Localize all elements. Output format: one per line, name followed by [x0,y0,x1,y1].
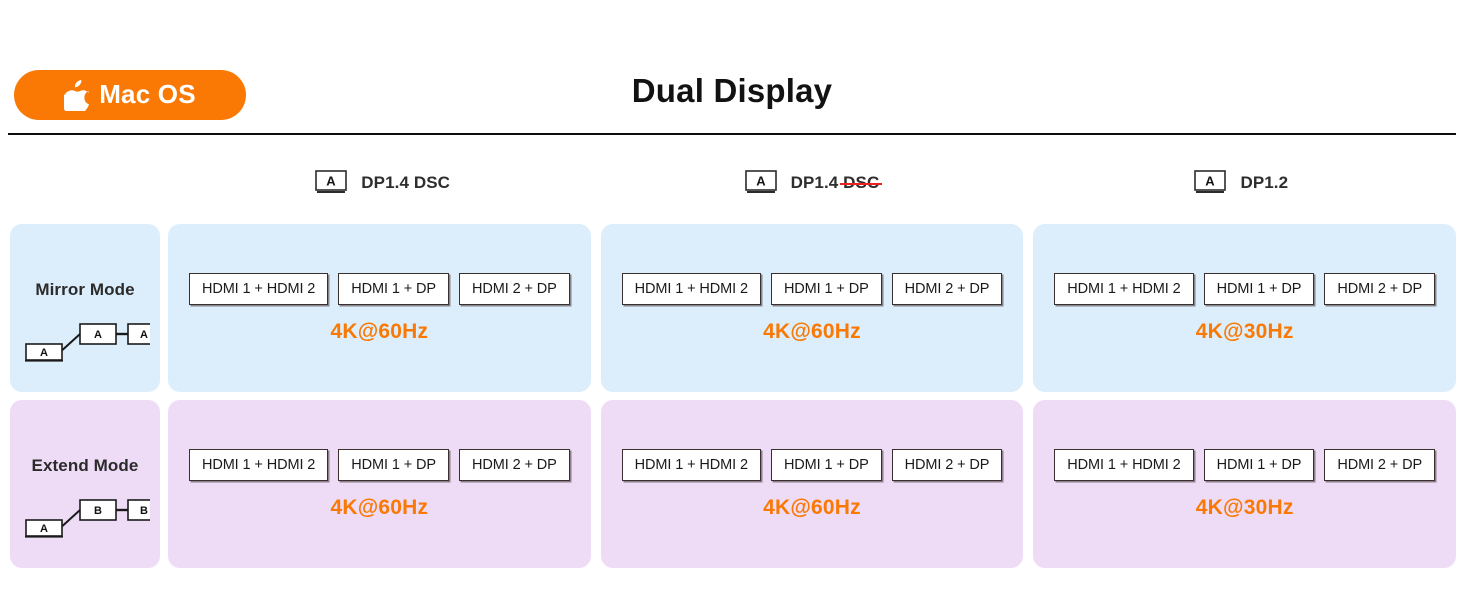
column-header-dp14-no-dsc: A DP1.4 DSC [597,160,1026,206]
port-combo-list: HDMI 1 + HDMI 2 HDMI 1 + DP HDMI 2 + DP [1054,272,1436,305]
port-combo[interactable]: HDMI 1 + DP [770,448,882,481]
column-headers: A DP1.4 DSC A DP1.4 DSC A DP1.2 [168,160,1456,206]
port-combo-list: HDMI 1 + HDMI 2 HDMI 1 + DP HDMI 2 + DP [621,448,1003,481]
mode-panel-extend: Extend Mode A B B [10,400,160,568]
port-combo[interactable]: HDMI 1 + DP [1203,272,1315,305]
monitor-icon-letter-a: A [756,174,766,189]
port-combo-list: HDMI 1 + HDMI 2 HDMI 1 + DP HDMI 2 + DP [188,448,570,481]
port-combo[interactable]: HDMI 2 + DP [1324,272,1436,305]
resolution-refresh-value: 4K@60Hz [763,319,861,343]
port-combo[interactable]: HDMI 1 + HDMI 2 [188,448,329,481]
port-combo[interactable]: HDMI 1 + DP [338,272,449,305]
port-combo[interactable]: HDMI 1 + HDMI 2 [188,272,329,305]
column-header-label-prefix: DP1.4 [790,173,844,192]
column-header-label: DP1.2 [1240,173,1289,192]
page-title: Dual Display [631,72,833,109]
header-divider [8,133,1456,135]
extend-mode-diagram-icon: A B B [25,499,150,538]
resolution-refresh-value: 4K@60Hz [330,319,429,343]
port-combo[interactable]: HDMI 1 + DP [1203,448,1315,481]
diagram-monitor2-letter: A [140,329,148,341]
mirror-mode-cells: HDMI 1 + HDMI 2 HDMI 1 + DP HDMI 2 + DP … [168,224,1457,392]
port-combo[interactable]: HDMI 1 + DP [770,272,882,305]
port-combo[interactable]: HDMI 1 + HDMI 2 [1054,448,1194,481]
diagram-laptop-letter: A [40,347,48,359]
diagram-monitor1-letter: B [94,505,102,517]
port-combo[interactable]: HDMI 2 + DP [891,272,1003,305]
monitor-icon: A [1194,170,1227,193]
apple-icon [64,79,90,111]
port-combo[interactable]: HDMI 2 + DP [1324,448,1436,481]
resolution-refresh-value: 4K@60Hz [763,495,861,519]
table-row-extend-mode: Extend Mode A B B HDMI 1 + HDMI 2 [10,400,1457,568]
mode-label: Mirror Mode [35,280,135,299]
port-combo[interactable]: HDMI 1 + DP [338,448,449,481]
column-header-label: DP1.4 DSC [790,173,883,193]
extend-mode-cells: HDMI 1 + HDMI 2 HDMI 1 + DP HDMI 2 + DP … [168,400,1457,568]
column-header-dp12: A DP1.2 [1027,160,1456,206]
cell-extend-dp12: HDMI 1 + HDMI 2 HDMI 1 + DP HDMI 2 + DP … [1033,400,1457,568]
port-combo[interactable]: HDMI 1 + HDMI 2 [621,448,761,481]
monitor-icon: A [744,170,777,193]
column-header-label: DP1.4 DSC [361,173,451,192]
port-combo[interactable]: HDMI 1 + HDMI 2 [621,272,761,305]
diagram-monitor1-letter: A [94,329,102,341]
diagram-laptop-letter: A [40,523,48,535]
cell-mirror-dp14-dsc: HDMI 1 + HDMI 2 HDMI 1 + DP HDMI 2 + DP … [168,224,591,392]
port-combo[interactable]: HDMI 2 + DP [891,448,1003,481]
cell-mirror-dp12: HDMI 1 + HDMI 2 HDMI 1 + DP HDMI 2 + DP … [1033,224,1457,392]
page-header: Mac OS Dual Display [0,60,1464,134]
monitor-icon-letter-a: A [1206,174,1216,189]
diagram-monitor2-letter: B [140,505,148,517]
cell-extend-dp14-no-dsc: HDMI 1 + HDMI 2 HDMI 1 + DP HDMI 2 + DP … [600,400,1024,568]
monitor-icon-letter-a: A [327,174,337,189]
resolution-refresh-value: 4K@30Hz [1195,495,1294,519]
table-row-mirror-mode: Mirror Mode A A A HDMI 1 + HDMI 2 [10,224,1457,392]
port-combo-list: HDMI 1 + HDMI 2 HDMI 1 + DP HDMI 2 + DP [1054,448,1436,481]
port-combo-list: HDMI 1 + HDMI 2 HDMI 1 + DP HDMI 2 + DP [188,272,570,305]
port-combo-list: HDMI 1 + HDMI 2 HDMI 1 + DP HDMI 2 + DP [621,272,1003,305]
port-combo[interactable]: HDMI 2 + DP [458,448,570,481]
cell-mirror-dp14-no-dsc: HDMI 1 + HDMI 2 HDMI 1 + DP HDMI 2 + DP … [600,224,1024,392]
resolution-refresh-value: 4K@60Hz [330,495,429,519]
os-badge-mac-os: Mac OS [14,70,246,120]
mirror-mode-diagram-icon: A A A [25,323,150,362]
cell-extend-dp14-dsc: HDMI 1 + HDMI 2 HDMI 1 + DP HDMI 2 + DP … [168,400,591,568]
mode-panel-mirror: Mirror Mode A A A [10,224,160,392]
compatibility-grid: Mirror Mode A A A HDMI 1 + HDMI 2 [10,224,1457,568]
column-header-label-struck-dsc: DSC [840,173,883,192]
monitor-icon: A [315,170,348,193]
mode-label: Extend Mode [31,456,139,475]
port-combo[interactable]: HDMI 2 + DP [458,272,570,305]
port-combo[interactable]: HDMI 1 + HDMI 2 [1054,272,1194,305]
column-header-dp14-dsc: A DP1.4 DSC [168,160,597,206]
resolution-refresh-value: 4K@30Hz [1195,319,1294,343]
os-badge-label: Mac OS [99,79,196,109]
